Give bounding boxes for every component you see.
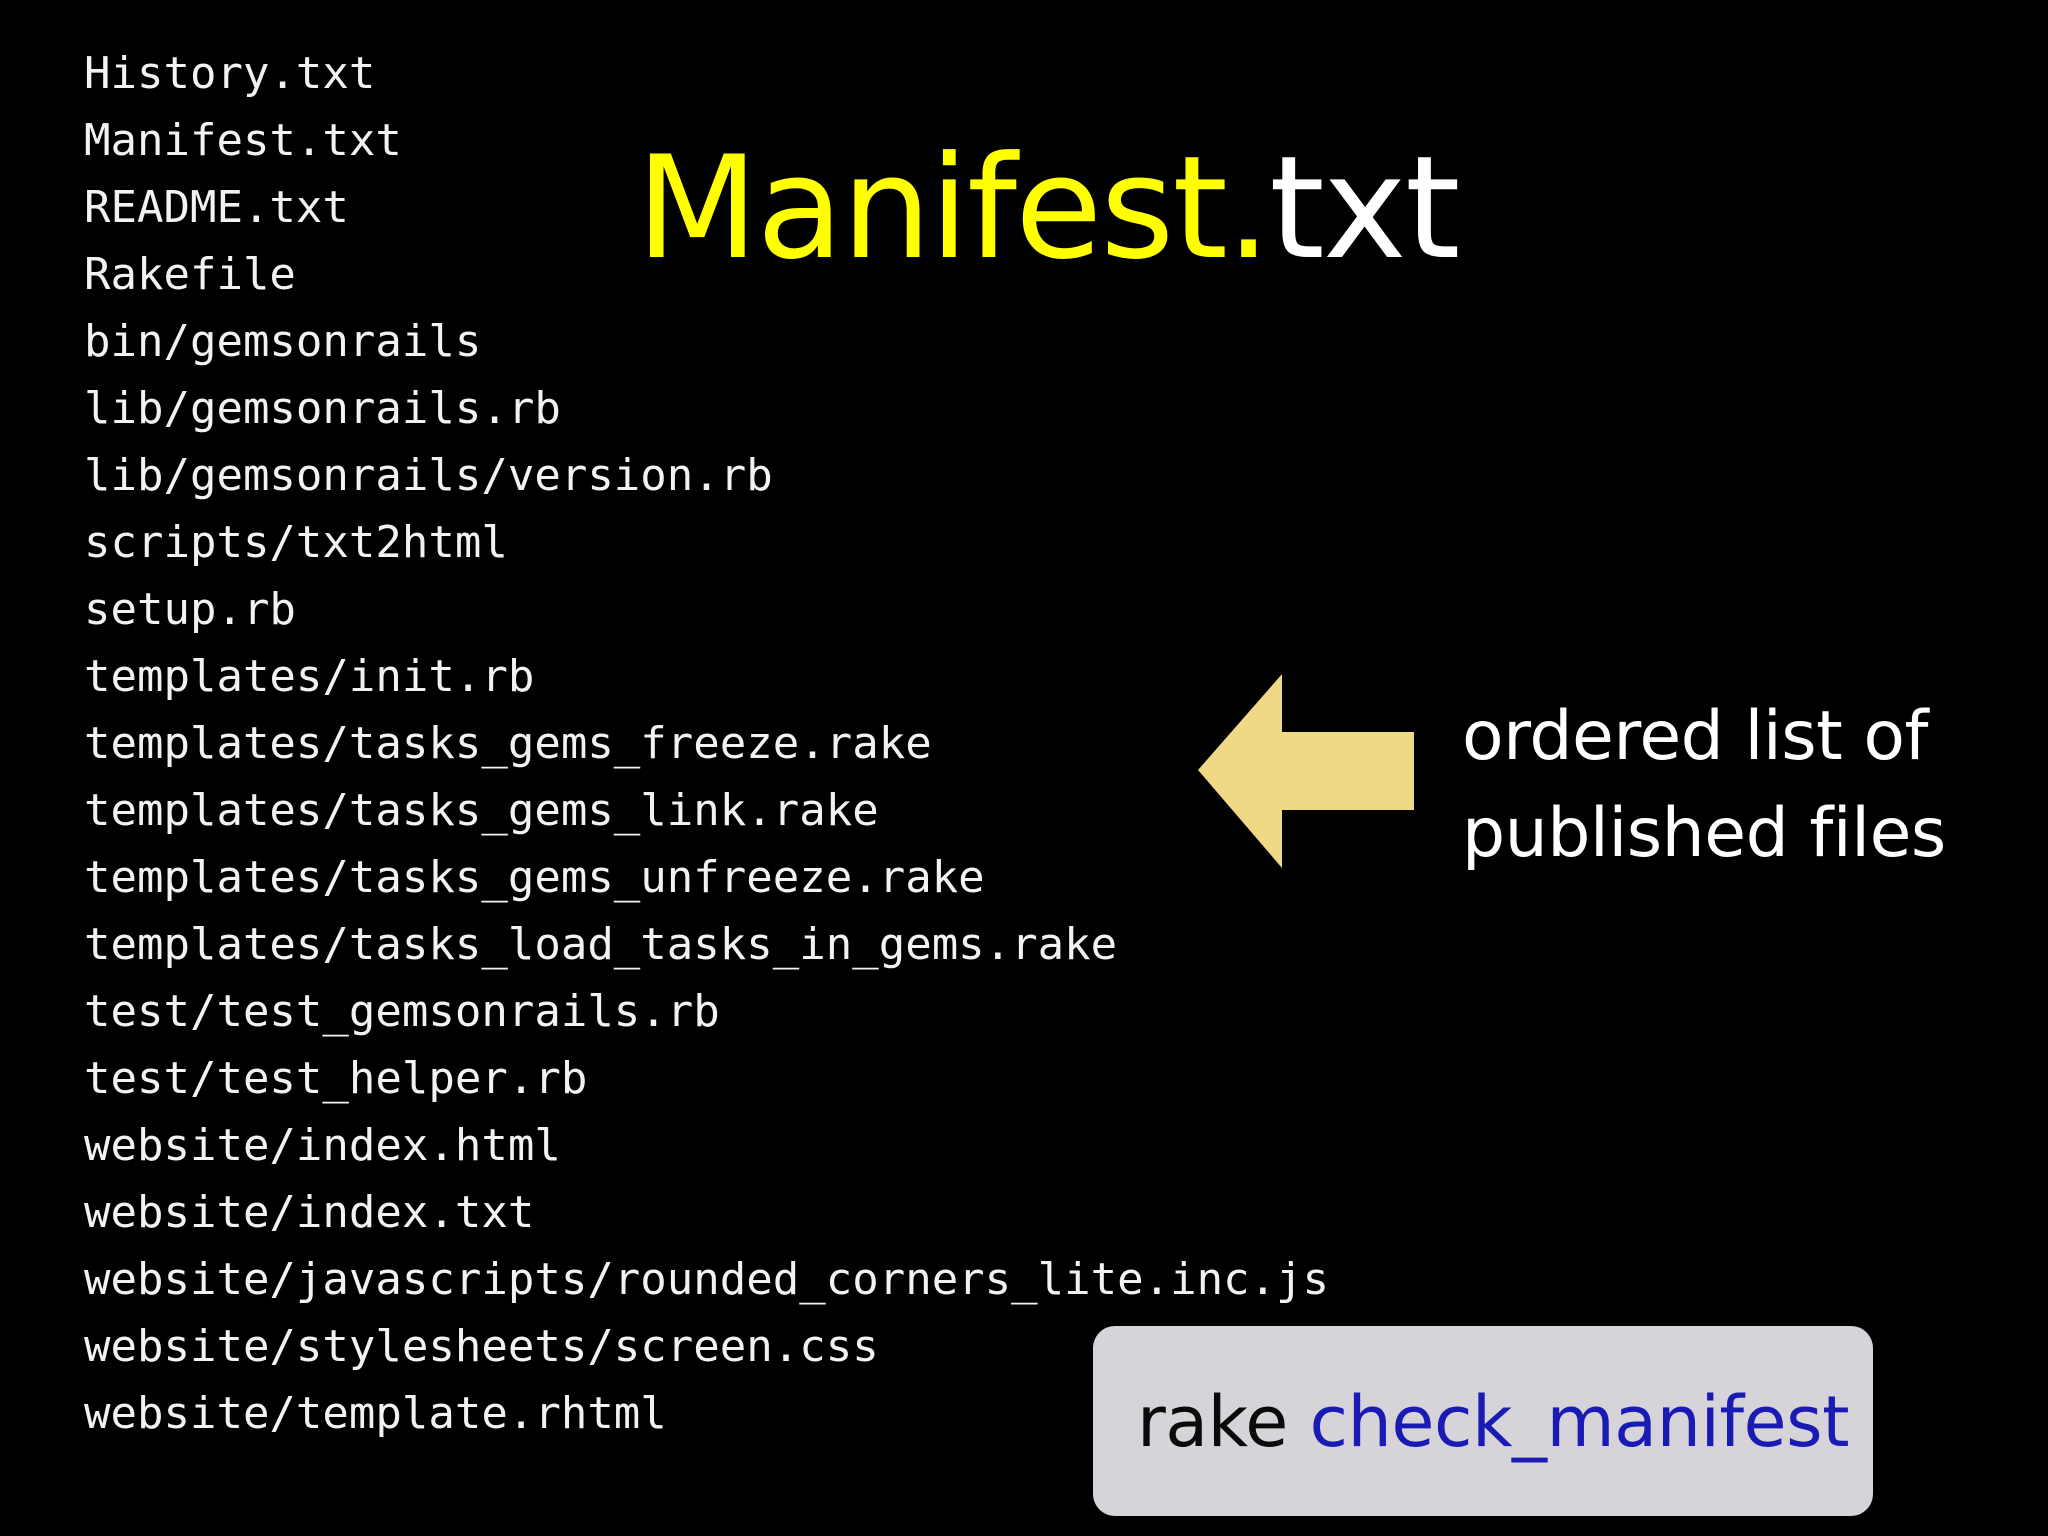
file-list-item: website/stylesheets/screen.css xyxy=(84,1321,879,1372)
file-list-item: website/template.rhtml xyxy=(84,1388,667,1439)
file-list-item: README.txt xyxy=(84,182,349,233)
file-list-item: test/test_helper.rb xyxy=(84,1053,588,1104)
file-list-item: templates/tasks_gems_unfreeze.rake xyxy=(84,852,985,903)
file-list-item: History.txt xyxy=(84,48,376,99)
page-title-plain: txt xyxy=(1269,126,1460,291)
arrow-caption-line-1: ordered list of xyxy=(1462,697,1928,776)
file-list-item: bin/gemsonrails xyxy=(84,316,482,367)
file-list-item: templates/tasks_gems_link.rake xyxy=(84,785,879,836)
file-list-item: setup.rb xyxy=(84,584,296,635)
arrow-caption: ordered list of published files xyxy=(1462,688,2022,882)
left-arrow-icon xyxy=(1196,660,1416,880)
file-list-item: lib/gemsonrails/version.rb xyxy=(84,450,773,501)
file-list-item: templates/tasks_load_tasks_in_gems.rake xyxy=(84,919,1118,970)
file-list-item: Rakefile xyxy=(84,249,296,300)
file-list-item: test/test_gemsonrails.rb xyxy=(84,986,720,1037)
file-list-item: Manifest.txt xyxy=(84,115,402,166)
file-list-item: website/index.txt xyxy=(84,1187,535,1238)
file-list-item: website/javascripts/rounded_corners_lite… xyxy=(84,1254,1330,1305)
command-task-name: check_manifest xyxy=(1309,1381,1850,1463)
arrow-caption-line-2: published files xyxy=(1462,794,1946,873)
file-list-item: scripts/txt2html xyxy=(84,517,508,568)
file-list-item: templates/tasks_gems_freeze.rake xyxy=(84,718,932,769)
file-list-item: templates/init.rb xyxy=(84,651,535,702)
file-list-item: lib/gemsonrails.rb xyxy=(84,383,561,434)
page-title: Manifest.txt xyxy=(636,138,1461,280)
command-callout-box: rake check_manifest xyxy=(1093,1326,1873,1516)
command-base: rake xyxy=(1137,1381,1310,1463)
left-arrow-shape xyxy=(1198,674,1414,868)
file-list-item: website/index.html xyxy=(84,1120,561,1171)
command-text: rake check_manifest xyxy=(1137,1381,1850,1463)
page-title-highlight: Manifest. xyxy=(636,126,1271,291)
